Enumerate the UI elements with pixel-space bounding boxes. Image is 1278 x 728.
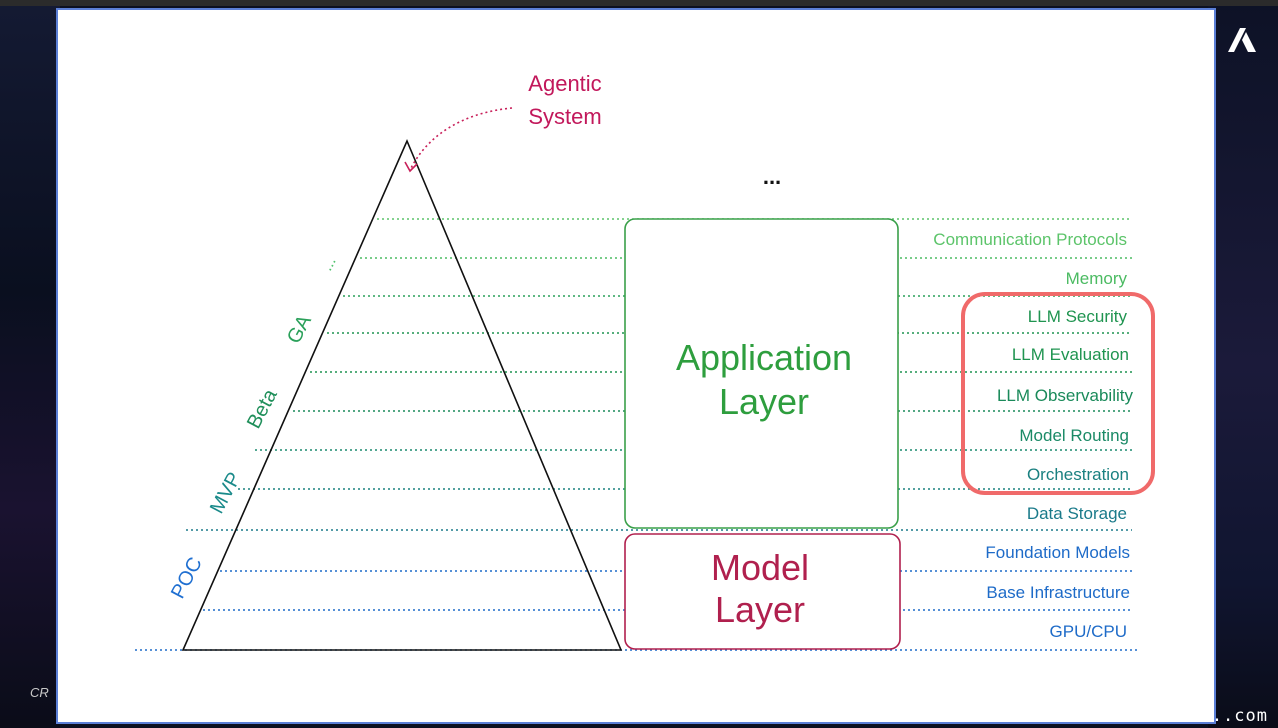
component-llm-observability: LLM Observability xyxy=(997,386,1134,405)
window-top-strip xyxy=(0,0,1278,6)
application-layer-box xyxy=(624,218,899,529)
agentic-pointer-head xyxy=(404,161,418,173)
application-layer-title-line2: Layer xyxy=(719,381,809,422)
component-labels: Communication Protocols Memory LLM Secur… xyxy=(933,230,1133,641)
component-foundation-models: Foundation Models xyxy=(985,543,1130,562)
footer-left-text: CR xyxy=(30,685,49,700)
stage-label-ga: GA xyxy=(283,311,316,347)
footer-url-text: m.m.o..com xyxy=(1155,706,1268,726)
llmops-highlight-box xyxy=(961,292,1155,495)
component-llm-evaluation: LLM Evaluation xyxy=(1012,345,1129,364)
component-memory: Memory xyxy=(1066,269,1128,288)
stage-label-mvp: MVP xyxy=(206,469,246,518)
application-layer-title-line1: Application xyxy=(676,337,852,378)
annotation-line2: System xyxy=(528,104,601,129)
component-communication-protocols: Communication Protocols xyxy=(933,230,1127,249)
stage-label-beta: Beta xyxy=(243,385,282,432)
pyramid-outline xyxy=(181,138,623,651)
annotation-line1: Agentic xyxy=(528,71,601,96)
component-data-storage: Data Storage xyxy=(1027,504,1127,523)
component-base-infrastructure: Base Infrastructure xyxy=(986,583,1130,602)
model-layer-box xyxy=(624,533,901,650)
agentic-pointer-arrow xyxy=(409,107,513,171)
component-gpu-cpu: GPU/CPU xyxy=(1050,622,1127,641)
stage-labels: POC MVP Beta GA ... xyxy=(167,254,340,602)
more-layers-ellipsis: ... xyxy=(763,164,781,189)
background-left xyxy=(0,0,60,728)
brand-logo-icon xyxy=(1228,28,1256,52)
model-layer-title-line2: Layer xyxy=(715,589,805,630)
stage-label-poc: POC xyxy=(167,554,207,603)
component-llm-security: LLM Security xyxy=(1028,307,1128,326)
stage-label-more: ... xyxy=(319,254,340,274)
component-model-routing: Model Routing xyxy=(1019,426,1129,445)
component-orchestration: Orchestration xyxy=(1027,465,1129,484)
model-layer-title-line1: Model xyxy=(711,547,809,588)
background-right xyxy=(1208,0,1278,728)
